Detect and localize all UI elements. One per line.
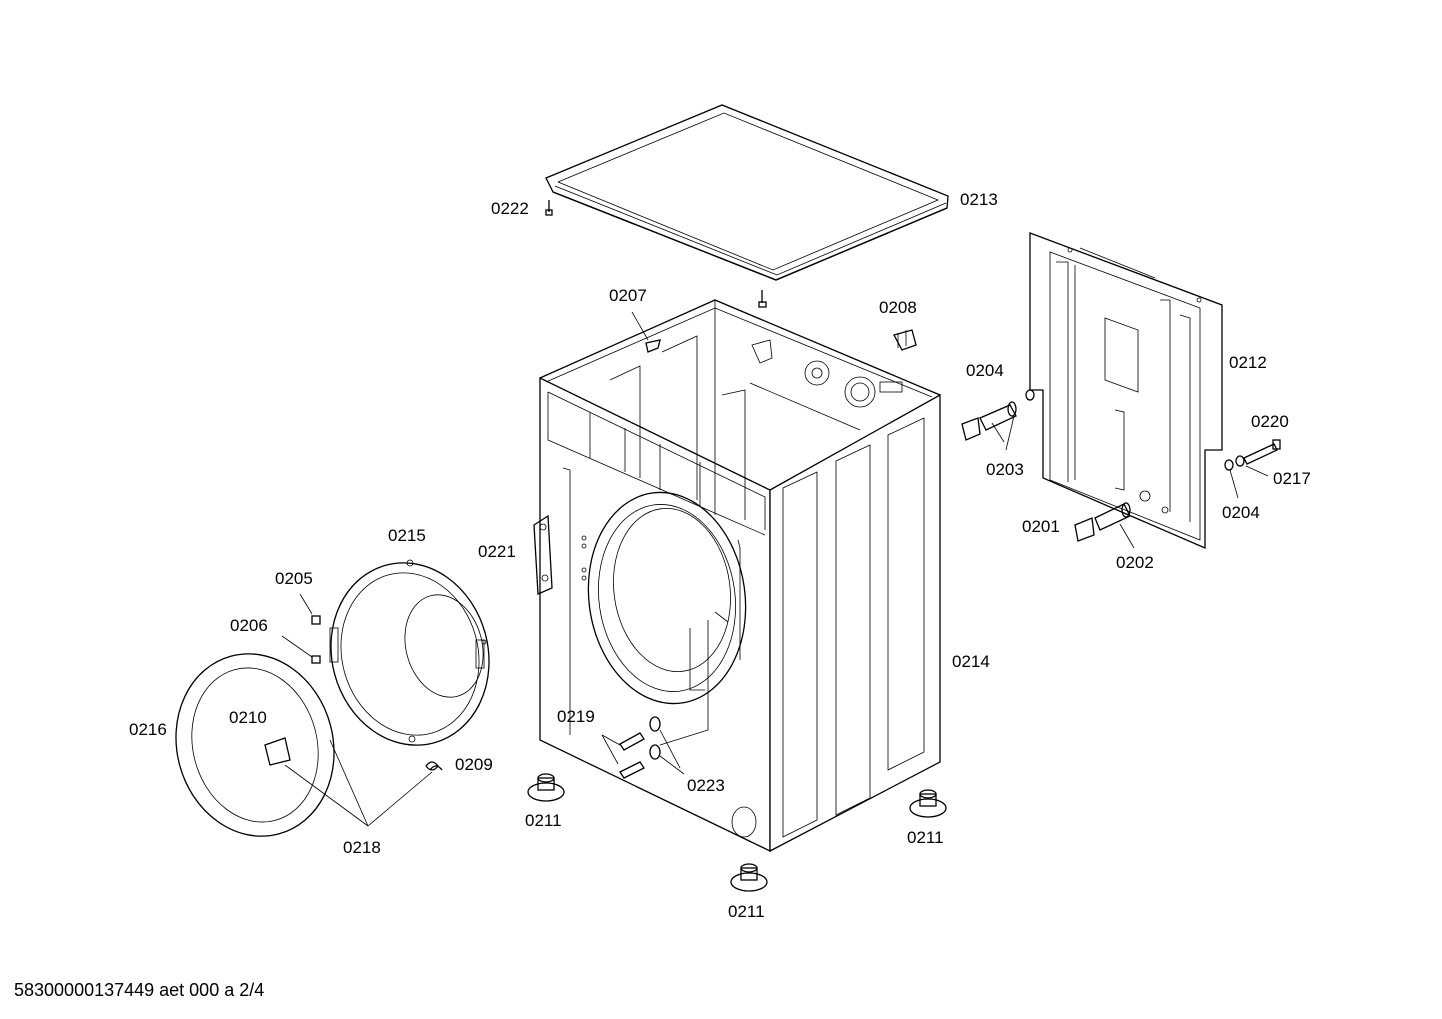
label-0223: 0223 (687, 776, 725, 795)
label-0218: 0218 (343, 838, 381, 857)
foot-front-left (527, 773, 565, 802)
drawing-reference: 58300000137449 aet 000 a 2/4 (14, 980, 265, 1000)
cabinet (539, 299, 941, 853)
label-0216: 0216 (129, 720, 167, 739)
label-0204-lower: 0204 (1222, 503, 1260, 522)
label-0213: 0213 (960, 190, 998, 209)
label-0211-left: 0211 (525, 811, 562, 830)
screws-0219 (601, 732, 645, 779)
clip-0207 (631, 311, 661, 353)
transport-bolt-upper (961, 389, 1035, 451)
label-0211-right: 0211 (907, 828, 944, 847)
label-0202: 0202 (1116, 553, 1154, 572)
label-0210: 0210 (229, 708, 267, 727)
label-0206: 0206 (230, 616, 268, 635)
foot-front-center (730, 863, 768, 892)
spring-0209 (425, 761, 443, 771)
foot-back-right (909, 789, 947, 818)
label-0220: 0220 (1251, 412, 1289, 431)
part-0205 (299, 593, 321, 625)
label-0209: 0209 (455, 755, 493, 774)
label-0221: 0221 (478, 542, 516, 561)
top-cover (545, 104, 949, 281)
label-0201: 0201 (1022, 517, 1060, 536)
transport-bolt-lower (1074, 502, 1135, 549)
label-0203: 0203 (986, 460, 1024, 479)
label-0207: 0207 (609, 286, 647, 305)
screw-top-center (758, 290, 767, 308)
leader-0218 (284, 739, 433, 827)
door-outer-ring (175, 653, 335, 837)
label-0219: 0219 (557, 707, 595, 726)
washers-0223 (649, 716, 685, 775)
back-panel (1029, 232, 1223, 549)
label-0214: 0214 (952, 652, 990, 671)
part-0206 (281, 635, 321, 664)
bracket-0208 (893, 329, 917, 351)
label-0222: 0222 (491, 199, 529, 218)
hinge-0221 (533, 514, 553, 595)
label-0204-upper: 0204 (966, 361, 1004, 380)
label-0205: 0205 (275, 569, 313, 588)
label-0208: 0208 (879, 298, 917, 317)
label-0211-center: 0211 (728, 902, 765, 921)
bolt-0220 (1224, 439, 1281, 499)
label-0217: 0217 (1273, 469, 1311, 488)
door-inner-ring (329, 559, 490, 746)
label-0212: 0212 (1229, 353, 1267, 372)
label-0215: 0215 (388, 526, 426, 545)
screw-0222 (545, 200, 553, 216)
